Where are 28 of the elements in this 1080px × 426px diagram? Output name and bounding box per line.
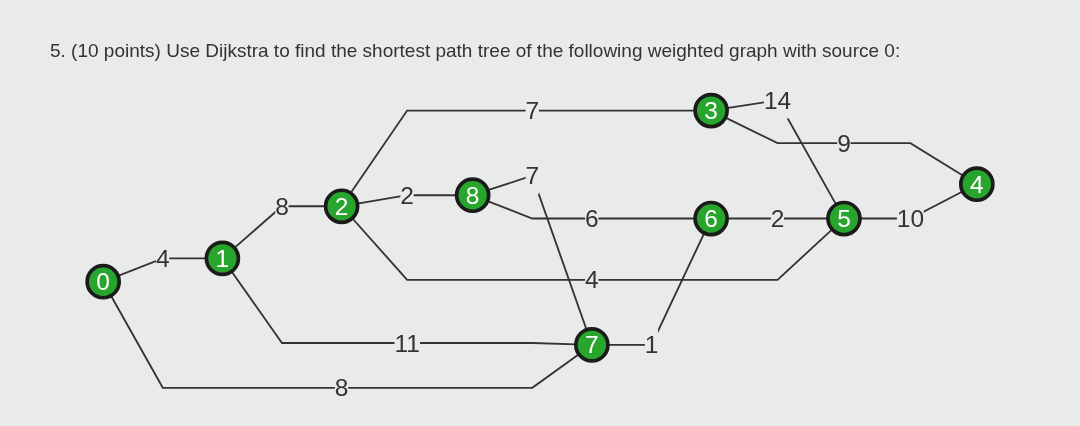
edge-label: 4 (155, 244, 170, 272)
node-circle: 2 (323, 188, 360, 225)
node-circle: 7 (574, 327, 610, 363)
connector (110, 294, 580, 389)
edge-label: 1 (644, 331, 659, 359)
edge-label: 2 (400, 181, 414, 209)
node-circle: 3 (693, 92, 729, 129)
edge-label: 9 (837, 129, 851, 157)
node-circle: 6 (693, 200, 729, 237)
edge-label: 8 (334, 374, 349, 402)
edge-label: 7 (525, 97, 540, 125)
edge-label: 11 (394, 329, 420, 357)
edge-label: 6 (585, 205, 599, 233)
edge-label: 10 (896, 205, 925, 233)
node-circle: 8 (454, 177, 491, 214)
edge-label: 4 (585, 266, 599, 294)
node-circle: 0 (85, 263, 122, 300)
connector (726, 217, 829, 220)
connector (351, 217, 834, 281)
node-circle: 5 (826, 200, 862, 237)
edge-label: 8 (275, 192, 289, 220)
node-circle: 4 (959, 166, 995, 202)
connector (230, 270, 577, 346)
edge-label: 14 (763, 86, 792, 114)
edge-label: 2 (770, 205, 785, 233)
edge-label: 7 (525, 162, 540, 190)
title: 5. (10 points) Use Dijkstra to find the shortest path tree of the following weighted graph with source 0: (50, 40, 901, 62)
node-circle: 1 (204, 240, 241, 277)
